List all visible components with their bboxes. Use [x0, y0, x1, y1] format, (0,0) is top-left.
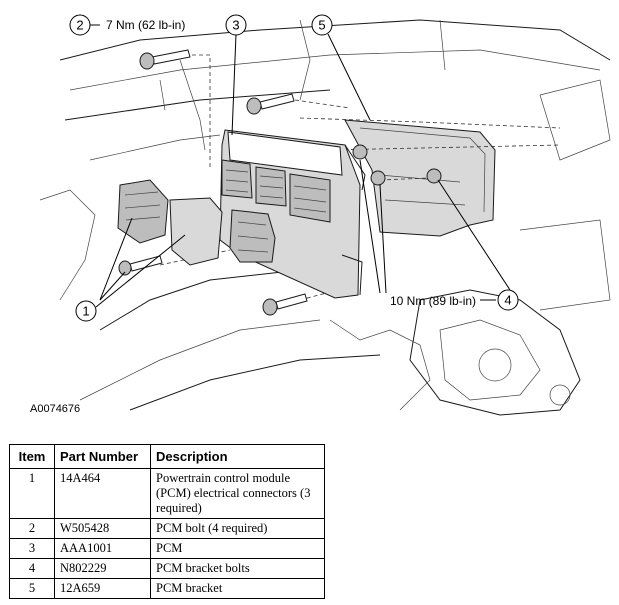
table-row: 3 AAA1001 PCM: [9, 538, 325, 559]
callout-3: 3: [225, 14, 247, 36]
cell-item: 2: [9, 518, 55, 539]
callout-5: 5: [311, 14, 333, 36]
header-description: Description: [150, 444, 325, 469]
cell-description: PCM: [150, 538, 325, 559]
figure-id: A0074676: [30, 403, 80, 415]
cell-item: 5: [9, 578, 55, 599]
bolt-top: [139, 49, 191, 70]
pcm-exploded-diagram: 2 7 Nm (62 lb-in) 3 5 1 10 Nm (89 lb-in)…: [30, 14, 611, 416]
cell-description: PCM bolt (4 required): [150, 518, 325, 539]
table-row: 4 N802229 PCM bracket bolts: [9, 558, 325, 579]
cell-item: 1: [9, 468, 55, 519]
cell-part-number: 14A464: [54, 468, 151, 519]
callout-5-label: 5: [318, 18, 325, 33]
callout-1-label: 1: [82, 304, 89, 319]
cell-part-number: N802229: [54, 558, 151, 579]
callout-4-label: 4: [504, 293, 511, 308]
parts-table: Item Part Number Description 1 14A464 Po…: [9, 444, 325, 599]
cell-item: 3: [9, 538, 55, 559]
table-row: 2 W505428 PCM bolt (4 required): [9, 518, 325, 539]
alignment-lines: [159, 54, 561, 301]
cell-item: 4: [9, 558, 55, 579]
cell-description: PCM bracket bolts: [150, 558, 325, 579]
callout-4: 10 Nm (89 lb-in) 4: [390, 289, 519, 311]
bolt-mid: [246, 93, 295, 115]
cell-part-number: W505428: [54, 518, 151, 539]
table-row: 5 12A659 PCM bracket: [9, 578, 325, 599]
cell-description: PCM bracket: [150, 578, 325, 599]
bracket-bolt-shapes: [352, 144, 442, 186]
pcm-connectors-shape: [117, 179, 276, 266]
callout-2-label: 2: [76, 18, 83, 33]
pcm-bolt-shapes: [118, 49, 308, 316]
callout-2: 2 7 Nm (62 lb-in): [69, 14, 185, 36]
cell-part-number: 12A659: [54, 578, 151, 599]
header-item: Item: [9, 444, 55, 469]
cell-part-number: AAA1001: [54, 538, 151, 559]
table-header-row: Item Part Number Description: [9, 444, 325, 469]
bolt-torque-spec: 7 Nm (62 lb-in): [106, 18, 185, 32]
pcm-bracket-shape: [344, 119, 496, 237]
callout-3-label: 3: [232, 18, 239, 33]
callout-1: 1: [75, 300, 97, 322]
header-part-number: Part Number: [54, 444, 151, 469]
engine-bay-line-art: [39, 19, 611, 416]
bolt-bottom: [262, 293, 308, 316]
bracket-bolt-torque-spec: 10 Nm (89 lb-in): [390, 294, 476, 308]
leader-lines: [88, 24, 511, 308]
table-row: 1 14A464 Powertrain control module (PCM)…: [9, 468, 325, 519]
cell-description: Powertrain control module (PCM) electric…: [150, 468, 325, 519]
